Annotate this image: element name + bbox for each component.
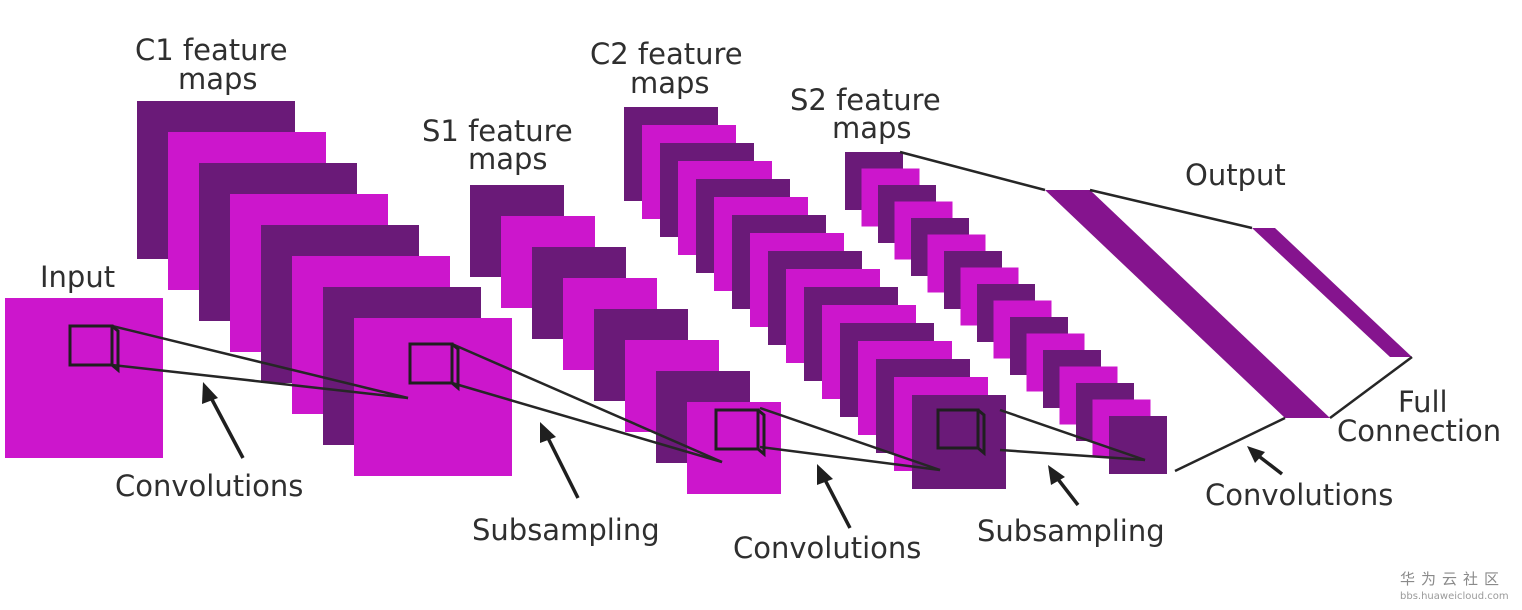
c2-receptive-field — [714, 408, 760, 451]
output-label: Output — [1185, 158, 1286, 192]
arrow-subsampling-1 — [543, 431, 580, 499]
s1-label-line2: maps — [468, 142, 548, 176]
s2-to-output-bar-line — [899, 150, 1046, 192]
output-connection-line — [1089, 188, 1253, 230]
c2-to-s2-line — [759, 445, 941, 472]
s2-receptive-field — [936, 408, 980, 450]
output-bar-1 — [1045, 190, 1330, 418]
convolutions-label-3: Convolutions — [1205, 478, 1393, 512]
arrow-head-icon — [1048, 465, 1065, 485]
labels: Input C1 feature maps S1 feature maps C2… — [40, 33, 1501, 565]
convolutions-label-1: Convolutions — [115, 469, 303, 503]
arrow-head-icon — [540, 422, 556, 443]
full-connection-label-line2: Connection — [1337, 414, 1501, 448]
s2-receptive-field-depth — [977, 408, 986, 457]
input-label: Input — [40, 260, 115, 294]
c2-label-line2: maps — [630, 66, 710, 100]
c1-label-line1: C1 feature — [135, 33, 288, 67]
s2-to-output-line — [999, 408, 1146, 462]
arrow-head-icon — [202, 382, 218, 404]
s2-label-line2: maps — [832, 111, 912, 145]
input-receptive-field-depth — [111, 324, 120, 374]
input-map — [5, 298, 163, 458]
output-connection-line — [1329, 355, 1413, 420]
s1-receptive-field-depth — [451, 342, 460, 392]
arrow-convolutions-3 — [1254, 452, 1284, 476]
subsampling-label-2: Subsampling — [977, 514, 1165, 548]
full-connection-label-line1: Full — [1398, 385, 1448, 419]
s2-feature-map — [1109, 416, 1167, 474]
s1-to-c2-line — [451, 342, 723, 464]
watermark: 华为云社区 bbs.huaweicloud.com — [1400, 570, 1509, 602]
feature-map-stacks — [5, 101, 1167, 494]
input-receptive-field — [68, 324, 114, 367]
c2-label-line1: C2 feature — [590, 37, 743, 71]
arrow-convolutions-2 — [820, 473, 852, 529]
arrow-head-icon — [817, 464, 833, 485]
connection-lines — [111, 150, 1413, 473]
c1-feature-map — [354, 318, 512, 476]
input-to-c1-line — [111, 363, 409, 400]
c1-label-line2: maps — [178, 62, 258, 96]
arrows — [202, 382, 1284, 529]
convolutions-label-2: Convolutions — [733, 531, 921, 565]
c2-to-s2-line — [759, 406, 941, 472]
c2-receptive-field-depth — [757, 408, 766, 458]
s2-to-output-line — [999, 448, 1146, 462]
arrow-convolutions-1 — [206, 391, 245, 459]
s1-receptive-field — [408, 342, 454, 385]
s1-label-line1: S1 feature — [422, 114, 573, 148]
s2-to-output-bar-line — [1174, 416, 1286, 473]
arrow-head-icon — [1247, 446, 1265, 463]
subsampling-label-1: Subsampling — [472, 513, 660, 547]
receptive-field-boxes — [68, 324, 986, 458]
output-bar-2 — [1252, 228, 1412, 357]
watermark-text: 华为云社区 — [1400, 570, 1505, 588]
s2-label-line1: S2 feature — [790, 83, 941, 117]
input-to-c1-line — [111, 324, 409, 400]
watermark-url: bbs.huaweicloud.com — [1400, 591, 1509, 602]
s1-to-c2-line — [451, 381, 723, 464]
